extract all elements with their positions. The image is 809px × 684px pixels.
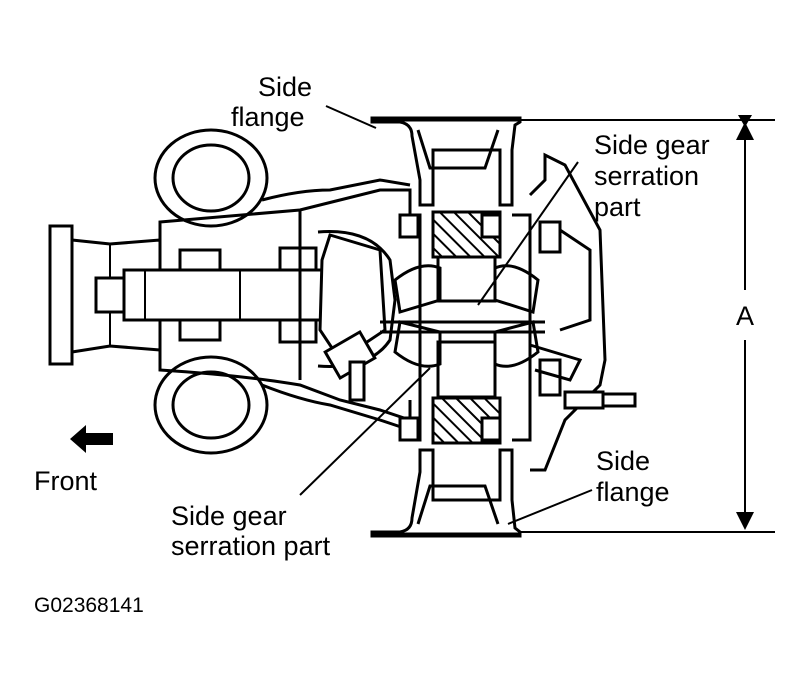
bearing-details <box>348 213 502 442</box>
ring-gear <box>318 233 387 381</box>
differential-drawing <box>48 116 637 538</box>
right-cover <box>528 152 637 472</box>
dimension-a: A <box>520 115 775 533</box>
side-flange-bottom-label: Side flange <box>596 446 670 507</box>
pinion-shaft <box>94 246 326 344</box>
left-arrow-icon <box>70 425 113 453</box>
figure-code: G02368141 <box>34 594 144 617</box>
leader-lines <box>299 105 593 525</box>
side-gear-serration-bottom-label: Side gear serration part <box>171 501 331 561</box>
side-gear-serration-top-label: Side gear serration part <box>594 130 717 222</box>
input-flange <box>48 224 162 366</box>
upper-mount-boss <box>153 128 411 228</box>
differential-case <box>380 210 545 445</box>
side-flange-top-label: Side flange <box>231 72 320 132</box>
upper-side-flange-shape <box>370 116 522 207</box>
lower-mount-boss <box>153 355 411 455</box>
dimension-a-label: A <box>736 301 754 331</box>
lower-side-flange-shape <box>370 448 522 538</box>
front-label: Front <box>34 466 98 496</box>
